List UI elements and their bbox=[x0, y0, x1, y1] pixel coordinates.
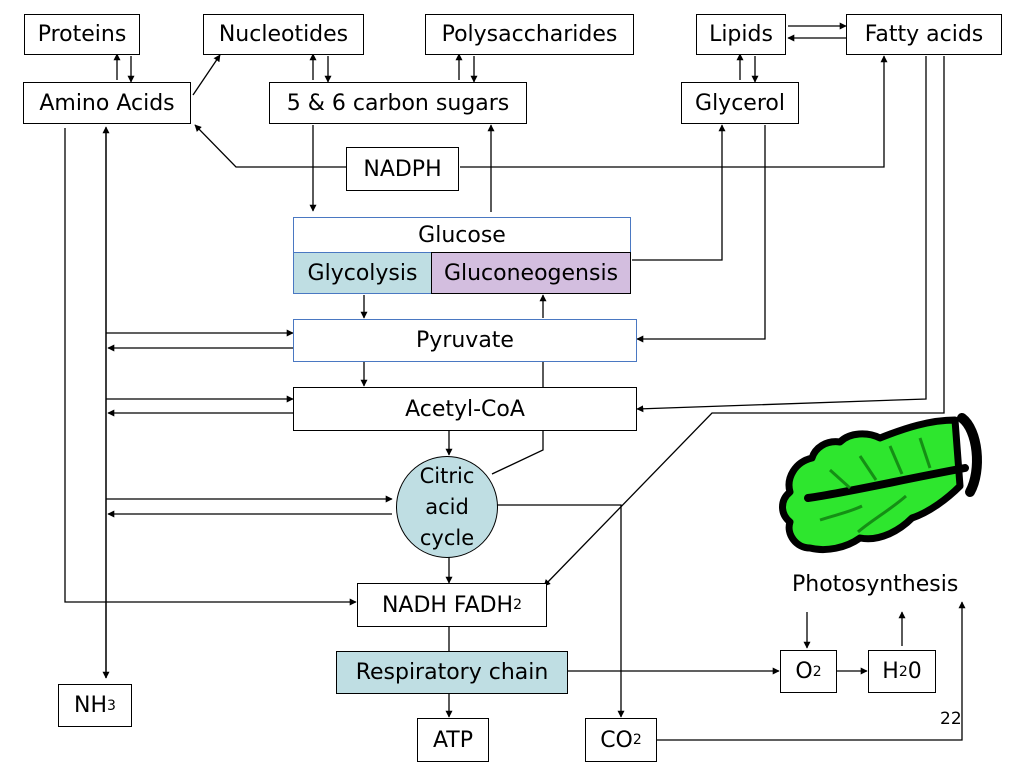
respiratory-chain-node: Respiratory chain bbox=[336, 651, 568, 694]
nadph-node: NADPH bbox=[346, 147, 459, 191]
glucose-node: Glucose bbox=[293, 217, 631, 253]
photosynthesis-label: Photosynthesis bbox=[792, 572, 959, 597]
slide-number: 22 bbox=[940, 709, 962, 729]
nh3-label: NH bbox=[74, 693, 108, 718]
atp-label: ATP bbox=[432, 727, 474, 753]
sugars-node: 5 & 6 carbon sugars bbox=[269, 82, 527, 124]
co2-label: CO bbox=[600, 727, 633, 753]
nadph-label: NADPH bbox=[363, 156, 442, 182]
acetyl-coa-label: Acetyl-CoA bbox=[405, 396, 525, 422]
fatty-acids-label: Fatty acids bbox=[864, 22, 984, 47]
amino-acids-node: Amino Acids bbox=[23, 82, 191, 124]
proteins-node: Proteins bbox=[24, 14, 140, 55]
glycerol-node: Glycerol bbox=[681, 82, 799, 124]
sugars-label: 5 & 6 carbon sugars bbox=[286, 90, 510, 116]
polysaccharides-label: Polysaccharides bbox=[441, 22, 618, 47]
lipids-label: Lipids bbox=[709, 22, 773, 47]
glycolysis-node: Glycolysis bbox=[293, 252, 432, 294]
fatty-acids-node: Fatty acids bbox=[846, 14, 1002, 55]
respiratory-chain-label: Respiratory chain bbox=[355, 660, 549, 685]
nucleotides-node: Nucleotides bbox=[203, 14, 364, 55]
citric-acid-cycle-label: Citric acid cycle bbox=[419, 463, 475, 550]
citric-acid-cycle-node: Citric acid cycle bbox=[396, 456, 498, 558]
atp-node: ATP bbox=[417, 718, 489, 762]
h2o-label-o: 0 bbox=[907, 659, 922, 684]
o2-label: O bbox=[795, 659, 813, 684]
glucose-label: Glucose bbox=[418, 222, 506, 248]
h2o-label-h: H bbox=[882, 659, 899, 684]
pyruvate-label: Pyruvate bbox=[416, 328, 514, 353]
acetyl-coa-node: Acetyl-CoA bbox=[293, 387, 637, 431]
nucleotides-label: Nucleotides bbox=[218, 22, 349, 47]
polysaccharides-node: Polysaccharides bbox=[425, 14, 634, 55]
lipids-node: Lipids bbox=[696, 14, 786, 55]
leaf-icon bbox=[779, 413, 982, 554]
nadh-fadh2-label: NADH FADH bbox=[381, 592, 514, 618]
amino-acids-label: Amino Acids bbox=[39, 90, 175, 116]
pyruvate-node: Pyruvate bbox=[293, 319, 637, 362]
glycolysis-label: Glycolysis bbox=[307, 260, 418, 286]
gluconeogenesis-node: Gluconeogensis bbox=[431, 252, 631, 294]
glycerol-label: Glycerol bbox=[695, 90, 785, 116]
gluconeogenesis-label: Gluconeogensis bbox=[443, 260, 619, 286]
proteins-label: Proteins bbox=[37, 22, 127, 47]
